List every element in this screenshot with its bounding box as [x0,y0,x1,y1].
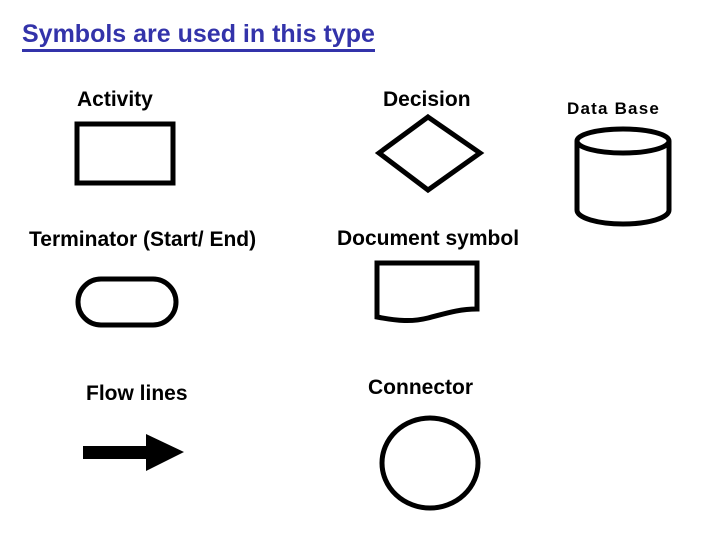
symbol-label-flow-lines: Flow lines [86,382,188,405]
symbol-label-database: Data Base [567,99,661,118]
symbol-label-decision: Decision [383,88,471,111]
document-wave-icon [372,258,484,326]
activity-rectangle-icon [74,121,178,189]
symbol-label-document: Document symbol [337,227,520,250]
symbol-label-connector: Connector [368,376,473,399]
connector-circle-icon [378,415,486,515]
terminator-stadium-icon [74,275,182,331]
symbol-label-activity: Activity [77,88,153,111]
page-title: Symbols are used in this type [22,20,375,52]
decision-diamond-icon [375,113,485,195]
database-cylinder-icon [572,125,678,229]
symbol-label-terminator: Terminator (Start/ End) [29,228,257,251]
flow-arrow-icon [80,430,192,480]
